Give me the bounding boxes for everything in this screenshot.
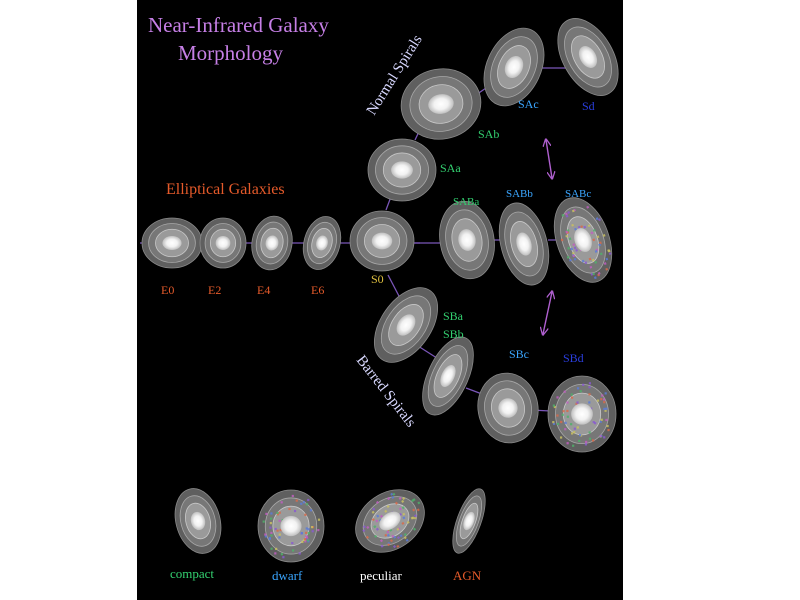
label-agn: AGN bbox=[453, 568, 482, 583]
section-barred-spirals: Barred Spirals bbox=[353, 353, 419, 431]
galaxy-saa bbox=[367, 138, 437, 202]
galaxy-sab bbox=[400, 68, 482, 140]
connector-s0-sba bbox=[387, 274, 401, 299]
galaxy-e4 bbox=[251, 215, 293, 271]
double-arrow-sa-sab bbox=[546, 140, 552, 178]
galaxy-sac bbox=[483, 27, 545, 107]
label-sac: SAc bbox=[518, 97, 539, 111]
label-sbc: SBc bbox=[509, 347, 529, 361]
label-e4: E4 bbox=[257, 283, 270, 297]
label-sbb: SBb bbox=[443, 327, 464, 341]
label-sbd: SBd bbox=[563, 351, 584, 365]
galaxy-s0 bbox=[349, 210, 415, 272]
label-sd: Sd bbox=[582, 99, 595, 113]
galaxy-e0 bbox=[141, 217, 203, 269]
double-arrow-sab-sb bbox=[543, 292, 552, 334]
label-sab: SAb bbox=[478, 127, 499, 141]
label-sabc: SABc bbox=[565, 188, 591, 200]
label-sba: SBa bbox=[443, 309, 464, 323]
galaxy-sabb bbox=[498, 202, 550, 286]
label-sabb: SABb bbox=[506, 188, 533, 200]
label-dwarf: dwarf bbox=[272, 568, 303, 583]
section-elliptical-galaxies: Elliptical Galaxies bbox=[166, 181, 285, 198]
label-e0: E0 bbox=[161, 283, 174, 297]
title-line-2: Morphology bbox=[178, 41, 284, 65]
galaxy-sbb bbox=[422, 336, 474, 416]
galaxy-sba bbox=[373, 287, 439, 363]
label-saa: SAa bbox=[440, 161, 461, 175]
galaxy-compact bbox=[174, 488, 222, 554]
galaxy-peculiar bbox=[355, 489, 425, 553]
title-line-1: Near-Infrared Galaxy bbox=[148, 13, 329, 37]
label-compact: compact bbox=[170, 566, 214, 581]
label-e6: E6 bbox=[311, 283, 324, 297]
label-s0: S0 bbox=[371, 272, 384, 286]
galaxy-dwarf bbox=[257, 489, 325, 563]
galaxy-e2 bbox=[199, 217, 247, 269]
galaxy-images bbox=[141, 18, 619, 563]
label-e2: E2 bbox=[208, 283, 221, 297]
galaxy-sbc bbox=[477, 372, 539, 444]
label-peculiar: peculiar bbox=[360, 568, 403, 583]
galaxy-saba bbox=[439, 200, 495, 280]
galaxy-e6 bbox=[302, 216, 342, 270]
galaxy-sd bbox=[557, 18, 619, 96]
label-saba: SABa bbox=[453, 196, 479, 208]
galaxy-agn bbox=[452, 488, 486, 554]
galaxy-sabc bbox=[553, 197, 613, 283]
galaxy-sbd bbox=[547, 375, 617, 453]
